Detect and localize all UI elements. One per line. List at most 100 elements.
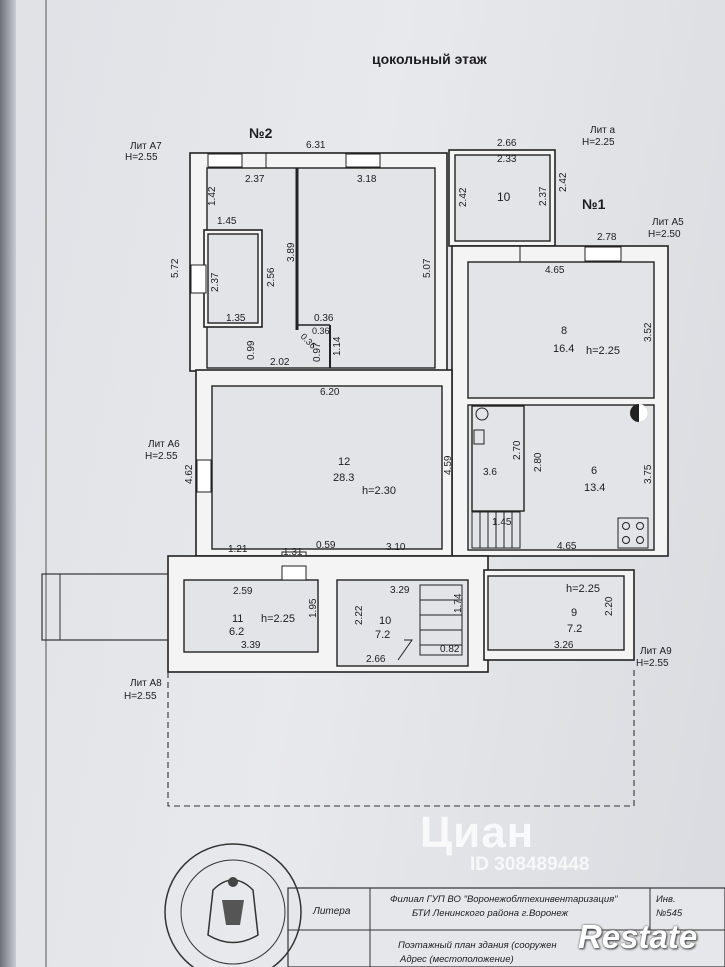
dim-label: 6.20	[320, 387, 340, 398]
dim-label: 2.42	[558, 172, 569, 192]
title-block: Литера Филиал ГУП ВО "Воронежоблтехинвен…	[287, 887, 725, 967]
dim-label: 2.80	[533, 452, 544, 472]
dim-label: 6.31	[306, 140, 326, 151]
room-6-area: 13.4	[584, 482, 605, 494]
dim-label: 2.02	[270, 357, 290, 368]
dim-label: 0.99	[246, 340, 257, 360]
lit-a-name: Лит а	[590, 125, 616, 136]
lit-a7-h: H=2.55	[125, 152, 158, 163]
page-edge-shadow	[0, 0, 16, 967]
stamp-litera: Литера	[312, 906, 351, 917]
room-10-area: 7.2	[375, 629, 390, 641]
dim-label: 2.66	[366, 654, 386, 665]
lit-a5-h: H=2.50	[648, 229, 681, 240]
dim-label: 3.18	[357, 174, 377, 185]
stamp-filial-line1: Филиал ГУП ВО "Воронежоблтехинвентаризац…	[390, 894, 618, 905]
lit-a7-name: Лит А7	[130, 141, 162, 152]
stamp-address: Адрес (местоположение)	[399, 954, 514, 965]
room-11-h: h=2.25	[261, 613, 295, 625]
dim-label: 1.42	[207, 186, 218, 206]
room-9-num: 9	[571, 607, 577, 619]
dim-label: 4.65	[545, 265, 565, 276]
stamp-inv-no: №545	[656, 908, 683, 919]
dim-label: 3.75	[643, 464, 654, 484]
dim-label: 0.97	[312, 342, 323, 362]
dim-label: 2.33	[497, 154, 517, 165]
dim-label: 2.22	[354, 605, 365, 625]
dim-label: 2.37	[210, 272, 221, 292]
dimension-labels: 6.31 2.37 3.18 1.45 1.35 0.36 2.02 6.20 …	[170, 138, 654, 665]
room-8-num: 8	[561, 325, 567, 337]
room-8-h: h=2.25	[586, 345, 620, 357]
dim-label: 0.82	[440, 644, 460, 655]
room-12-h: h=2.30	[362, 485, 396, 497]
block-no2	[189, 152, 448, 372]
dim-label: 2.37	[245, 174, 265, 185]
room-11-num: 11	[232, 613, 243, 625]
lit-a6-name: Лит А6	[148, 439, 180, 450]
dim-label: 1.45	[492, 517, 512, 528]
dim-label: 1.45	[217, 216, 237, 227]
room-12-num: 12	[338, 456, 350, 468]
mark-no1: №1	[582, 196, 606, 212]
dim-label: 1.14	[332, 336, 343, 356]
dim-label: 4.65	[557, 541, 577, 552]
coat-of-arms-icon	[207, 879, 259, 944]
dim-label: 2.37	[538, 186, 549, 206]
lit-a6-h: H=2.55	[145, 451, 178, 462]
room-9-h: h=2.25	[566, 583, 600, 595]
dashed-outline	[167, 668, 635, 807]
dim-label: 0.36	[314, 313, 334, 324]
round-seal	[164, 843, 302, 967]
restate-watermark: Restate	[578, 918, 698, 955]
dim-label: 3.29	[390, 585, 410, 596]
dim-label: 2.70	[512, 440, 523, 460]
dim-label: 0.36	[312, 326, 330, 336]
block-lit-a	[448, 149, 556, 247]
cian-id-watermark: ID 308489448	[470, 854, 590, 875]
dim-label: 5.07	[422, 258, 433, 278]
dim-label: 1.21	[228, 544, 248, 555]
dim-label: 2.66	[497, 138, 517, 149]
dim-label: 4.59	[443, 455, 454, 475]
lit-a8-h: H=2.55	[124, 691, 157, 702]
dim-label: 5.72	[170, 258, 181, 278]
plan-title: цокольный этаж	[372, 51, 488, 67]
lit-a9-h: H=2.55	[636, 658, 669, 669]
dim-label: 1.74	[453, 593, 464, 613]
dim-label: 3.10	[386, 542, 406, 553]
block-no1	[451, 245, 669, 557]
dim-label: 4.62	[184, 464, 195, 484]
stamp-filial-line2: БТИ Ленинского района г.Воронеж	[412, 908, 569, 919]
room-12-area: 28.3	[333, 472, 354, 484]
mark-no2: №2	[249, 125, 273, 141]
dim-label: 3.39	[241, 640, 261, 651]
dim-label: 1.35	[226, 313, 246, 324]
cian-watermark: Циан	[420, 808, 535, 857]
dim-label: 2.42	[458, 187, 469, 207]
room-6-num: 6	[591, 465, 597, 477]
dim-label: 2.59	[233, 586, 253, 597]
dim-label: 2.78	[597, 232, 617, 243]
porch	[41, 573, 169, 641]
room-11-area: 6.2	[229, 626, 244, 638]
lit-a9-name: Лит А9	[640, 646, 672, 657]
block-lit-a6	[195, 369, 453, 567]
room-8-area: 16.4	[553, 343, 574, 355]
stamp-inv: Инв.	[656, 894, 676, 905]
room-10-num: 10	[379, 615, 391, 627]
room-10-top-num: 10	[497, 190, 511, 204]
lit-a5-name: Лит А5	[652, 217, 684, 228]
stamp-plan-label: Поэтажный план здания (сооружен	[398, 940, 557, 951]
dim-label: 0.59	[316, 540, 336, 551]
dim-label: 1.95	[308, 598, 319, 618]
lit-a8-name: Лит А8	[130, 678, 162, 689]
room-wc-area: 3.6	[483, 467, 497, 478]
dim-label: 1.31	[283, 547, 303, 558]
dim-label: 2.20	[604, 596, 615, 616]
dim-label: 3.89	[286, 242, 297, 262]
block-lower	[167, 555, 635, 673]
room-9-area: 7.2	[567, 623, 582, 635]
dim-label: 3.52	[643, 322, 654, 342]
